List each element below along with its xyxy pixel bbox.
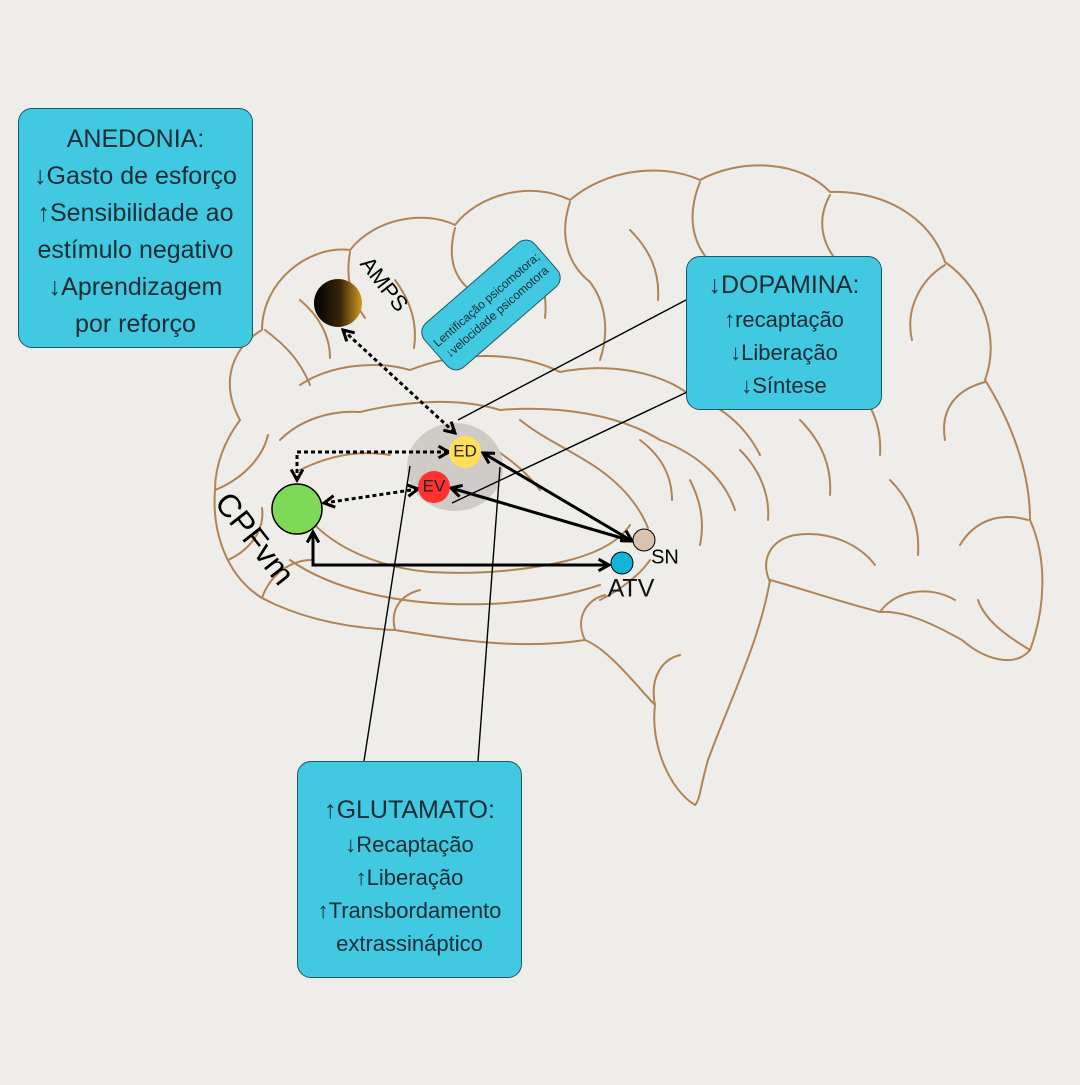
lentificacao-box: Lentificação psicomotora; ↓velocidade ps… <box>421 239 561 371</box>
brain-outline <box>213 164 1044 806</box>
glutamato-title: ↑GLUTAMATO: <box>324 796 495 824</box>
anedonia-line: estímulo negativo <box>37 236 234 264</box>
anedonia-line: por reforço <box>75 310 196 338</box>
atv-label: ATV <box>608 575 655 603</box>
amps-label: AMPS <box>355 252 413 317</box>
arrow-ed-sn <box>483 453 632 541</box>
anedonia-line: ↓Aprendizagem <box>48 273 223 301</box>
anedonia-title: ANEDONIA: <box>66 125 205 153</box>
arrow-amps-ed <box>343 330 455 433</box>
connection-arrows <box>297 330 632 565</box>
glutamato-line: extrassináptico <box>336 931 483 956</box>
dopamina-line: ↑recaptação <box>724 307 844 332</box>
atv-node <box>610 551 634 575</box>
dopamina-line: ↓Liberação <box>730 340 838 365</box>
dopamina-box: ↓DOPAMINA: ↑recaptação ↓Liberação ↓Sínte… <box>686 256 882 410</box>
anedonia-box: ANEDONIA: ↓Gasto de esforço ↑Sensibilida… <box>18 108 253 348</box>
glutamato-line: ↓Recaptação <box>345 832 474 857</box>
ed-label: ED <box>453 441 477 460</box>
cpfvm-node <box>271 483 323 535</box>
ed-node <box>449 436 481 468</box>
dopamina-line: ↓Síntese <box>741 373 827 398</box>
arrow-cpfvm-ed <box>297 452 449 480</box>
ev-node <box>418 471 450 503</box>
anedonia-line: ↑Sensibilidade ao <box>37 199 234 227</box>
arrow-ev-sn <box>451 488 633 543</box>
arrow-cpfvm-atv <box>313 532 609 565</box>
anedonia-line: ↓Gasto de esforço <box>34 162 237 190</box>
sn-label: SN <box>651 546 679 568</box>
arrow-cpfvm-ev <box>324 489 418 503</box>
glutamato-box: ↑GLUTAMATO: ↓Recaptação ↑Liberação ↑Tran… <box>297 761 522 978</box>
amps-node <box>314 279 362 327</box>
ev-label: EV <box>423 476 446 495</box>
sn-node <box>632 528 656 552</box>
glutamato-line: ↑Liberação <box>355 865 464 890</box>
glutamato-line: ↑Transbordamento <box>317 898 502 923</box>
dopamina-title: ↓DOPAMINA: <box>708 271 860 299</box>
